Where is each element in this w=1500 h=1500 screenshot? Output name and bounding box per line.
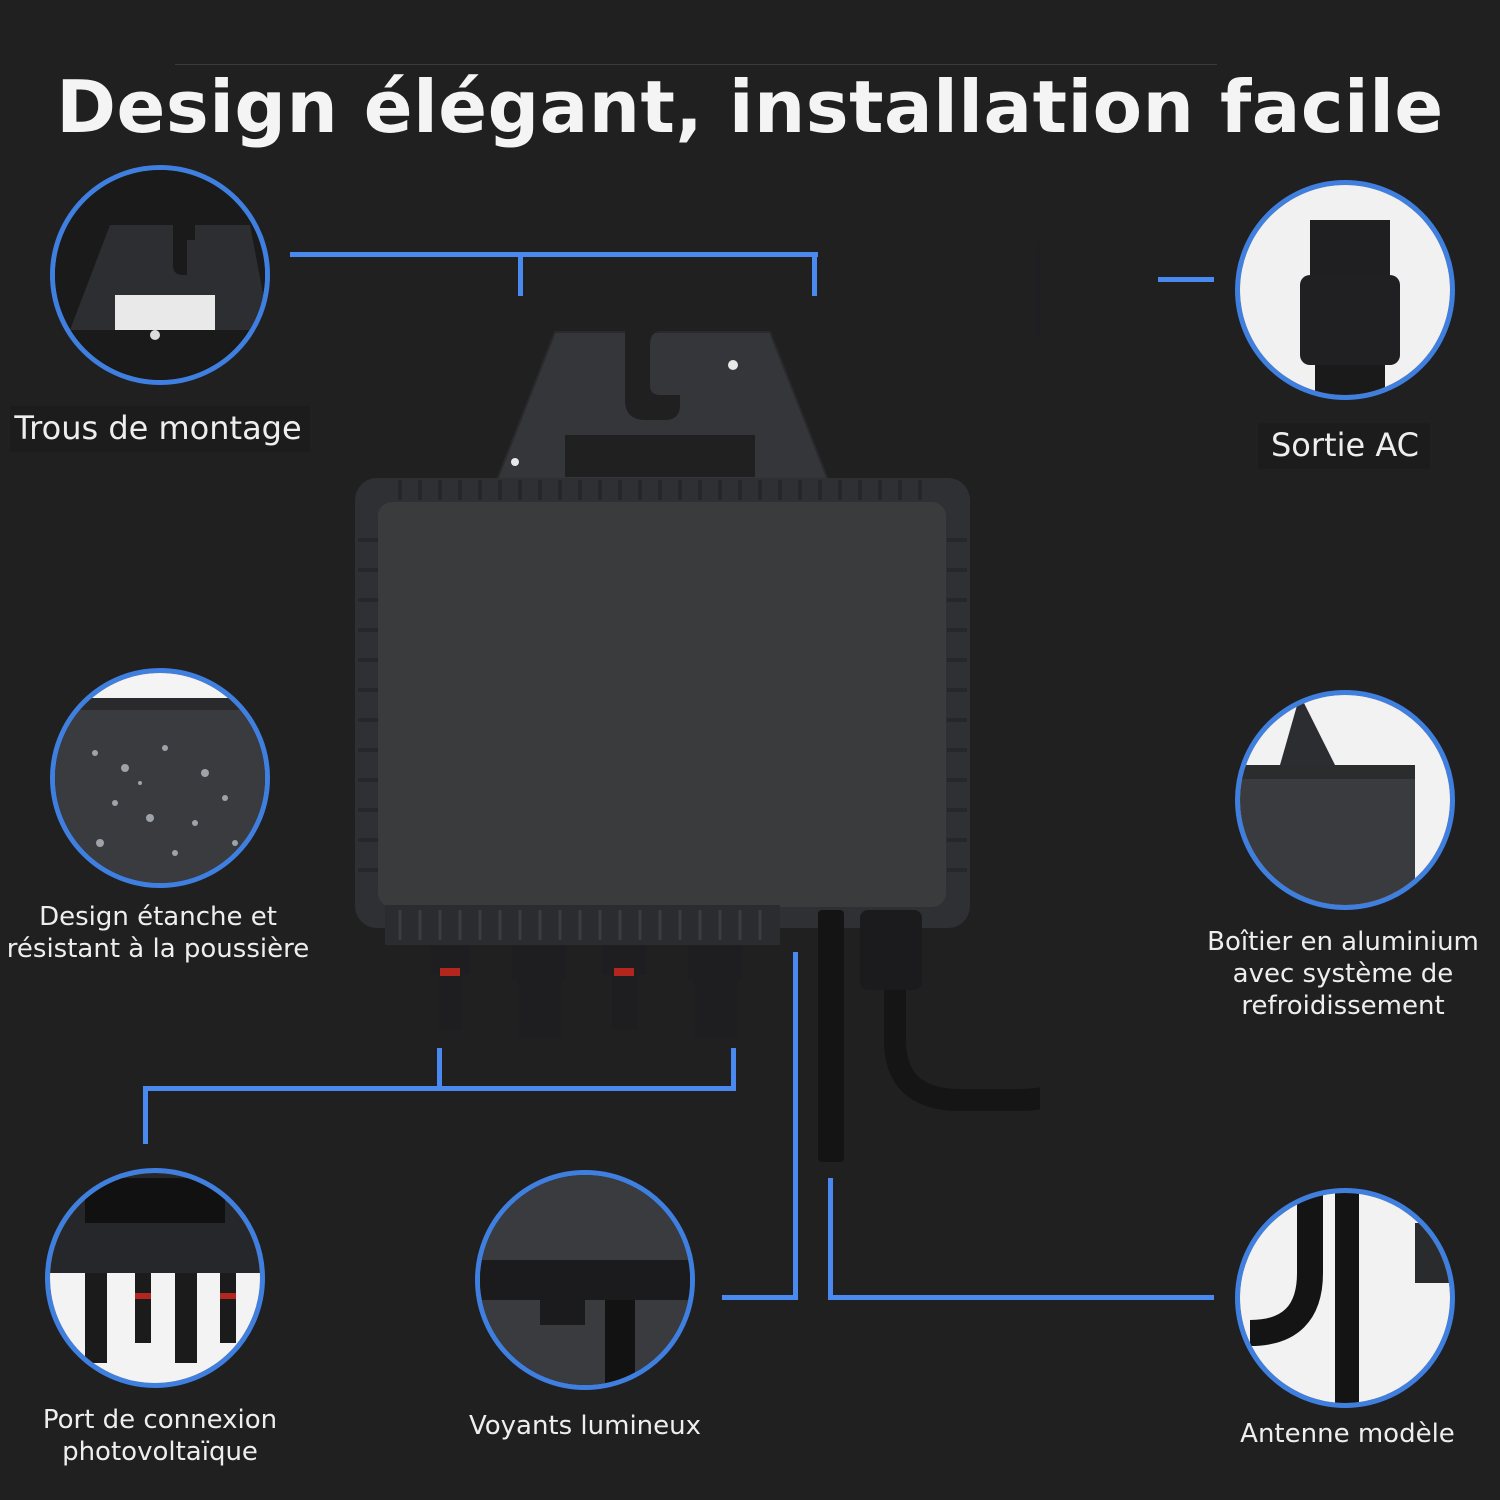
bracket-pv-horizontal	[143, 1086, 736, 1091]
bracket-antenna-horizontal	[828, 1295, 1214, 1300]
caption-waterproof-line1: Design étanche et	[39, 902, 277, 932]
bracket-mounting-tick-right	[812, 252, 817, 296]
bracket-pv-drop	[143, 1086, 148, 1144]
bracket-mounting-horizontal	[290, 252, 818, 257]
caption-indicator-lights: Voyants lumineux	[468, 1411, 702, 1441]
antenna-detail	[1235, 1188, 1455, 1408]
bracket-pv-tick-2	[731, 1048, 736, 1088]
caption-housing-line2: avec système de	[1232, 959, 1454, 989]
waterproof-detail	[50, 668, 270, 888]
pv-port-detail	[45, 1168, 265, 1388]
bracket-ac-output	[1158, 277, 1214, 282]
bracket-lights-horizontal	[722, 1295, 798, 1300]
indicator-lights-detail	[475, 1170, 695, 1390]
caption-pv-port-line2: photovoltaïque	[62, 1437, 258, 1467]
caption-bg-ac	[1258, 423, 1430, 469]
caption-bg-mounting	[10, 406, 310, 452]
page-title: Design élégant, installation facile	[56, 65, 1444, 149]
top-divider	[175, 64, 1217, 65]
bracket-lights-vertical	[793, 952, 798, 1299]
mounting-holes-detail	[50, 165, 270, 385]
caption-housing-line3: refroidissement	[1241, 991, 1445, 1021]
caption-housing-line1: Boîtier en aluminium	[1207, 927, 1479, 957]
caption-ac-output: Sortie AC	[1270, 426, 1419, 464]
caption-mounting-holes: Trous de montage	[14, 409, 302, 447]
caption-waterproof-line2: résistant à la poussière	[6, 934, 310, 964]
bracket-antenna-vertical	[828, 1178, 833, 1300]
ac-output-detail	[1235, 180, 1455, 400]
microinverter-illustration	[355, 241, 1040, 1162]
caption-pv-port-line1: Port de connexion	[42, 1405, 278, 1435]
aluminium-housing-detail	[1235, 690, 1455, 910]
bracket-pv-tick-1	[437, 1048, 442, 1088]
bracket-mounting-tick-left	[518, 252, 523, 296]
caption-antenna: Antenne modèle	[1240, 1419, 1455, 1449]
